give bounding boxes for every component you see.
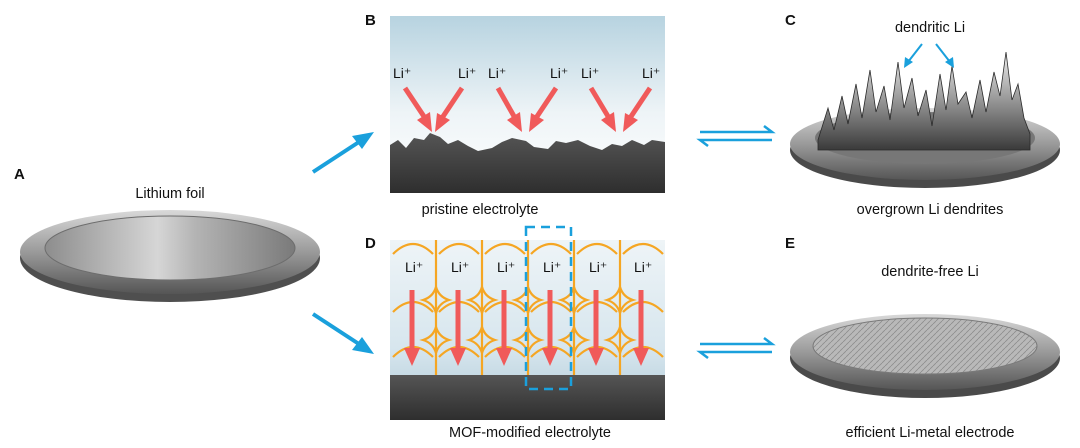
dendrite-pointer-arrows [904,43,954,68]
li-ion-label: Li⁺ [589,259,607,275]
ion-flux-arrows [402,86,653,132]
highlight-box [524,225,573,391]
label-dendrite-free-li: dendrite-free Li [881,264,979,280]
mof-cell-arc [530,242,572,255]
mof-node [603,283,637,317]
lithium-foil-disc [20,210,320,302]
equilibrium-arrow-d-e [696,337,776,359]
li-ion-label: Li⁺ [543,259,561,275]
mof-node [603,323,637,357]
panel-letter-d: D [365,235,376,252]
li-ion-label: Li⁺ [405,259,423,275]
flow-arrow-a-to-d [311,312,374,354]
caption-efficient-electrode: efficient Li-metal electrode [845,425,1015,441]
panel-d-illustration: Li⁺ Li⁺ Li⁺ Li⁺ Li⁺ Li⁺ [390,225,665,420]
mof-node [419,283,453,317]
caption-mof-electrolyte: MOF-modified electrolyte [449,425,611,441]
mof-cell-arc [622,242,664,255]
mof-cell-arc [438,242,480,255]
ion-flux-arrowhead [496,348,512,366]
panel-b-illustration: Li⁺ Li⁺ Li⁺ Li⁺ Li⁺ Li⁺ [390,16,665,193]
li-ion-label: Li⁺ [642,65,660,81]
li-ion-label: Li⁺ [550,65,568,81]
li-ion-label: Li⁺ [458,65,476,81]
ion-flux-arrowhead [542,348,558,366]
mof-node [557,283,591,317]
li-ion-label: Li⁺ [497,259,515,275]
mof-node [511,323,545,357]
caption-overgrown-dendrites: overgrown Li dendrites [856,202,1004,218]
panel-letter-a: A [14,166,25,183]
panel-letter-b: B [365,12,376,29]
label-dendritic-li: dendritic Li [894,20,966,36]
uniform-ion-flux-arrows [404,290,649,366]
mof-cell-arc [392,242,434,255]
flow-arrow-a-to-b [311,132,374,174]
ion-flux-arrowhead [633,348,649,366]
ion-flux-arrowhead [404,348,420,366]
flat-electrode [390,375,665,420]
ion-flux-arrowhead [588,348,604,366]
mof-node [511,283,545,317]
mof-node [419,323,453,357]
mof-cell-arc [484,242,526,255]
panel-letter-e: E [785,235,796,252]
mof-node [557,323,591,357]
li-ion-label: Li⁺ [488,65,506,81]
li-ion-label: Li⁺ [581,65,599,81]
ion-flux-arrowhead [450,348,466,366]
li-ion-label: Li⁺ [634,259,652,275]
panel-letter-c: C [785,12,796,29]
li-ion-label: Li⁺ [451,259,469,275]
rough-electrode-surface [390,133,665,193]
mof-framework [392,240,664,375]
caption-pristine-electrolyte: pristine electrolyte [421,202,539,218]
dendrite-free-li-disc [790,314,1060,398]
mof-cell-arc [576,242,618,255]
caption-lithium-foil: Lithium foil [135,186,205,202]
mof-node [465,283,499,317]
dendrite-spikes [817,51,1031,151]
li-ion-label: Li⁺ [393,65,411,81]
mof-node [465,323,499,357]
dendritic-li-disc [790,43,1060,188]
equilibrium-arrow-b-c [696,125,776,147]
